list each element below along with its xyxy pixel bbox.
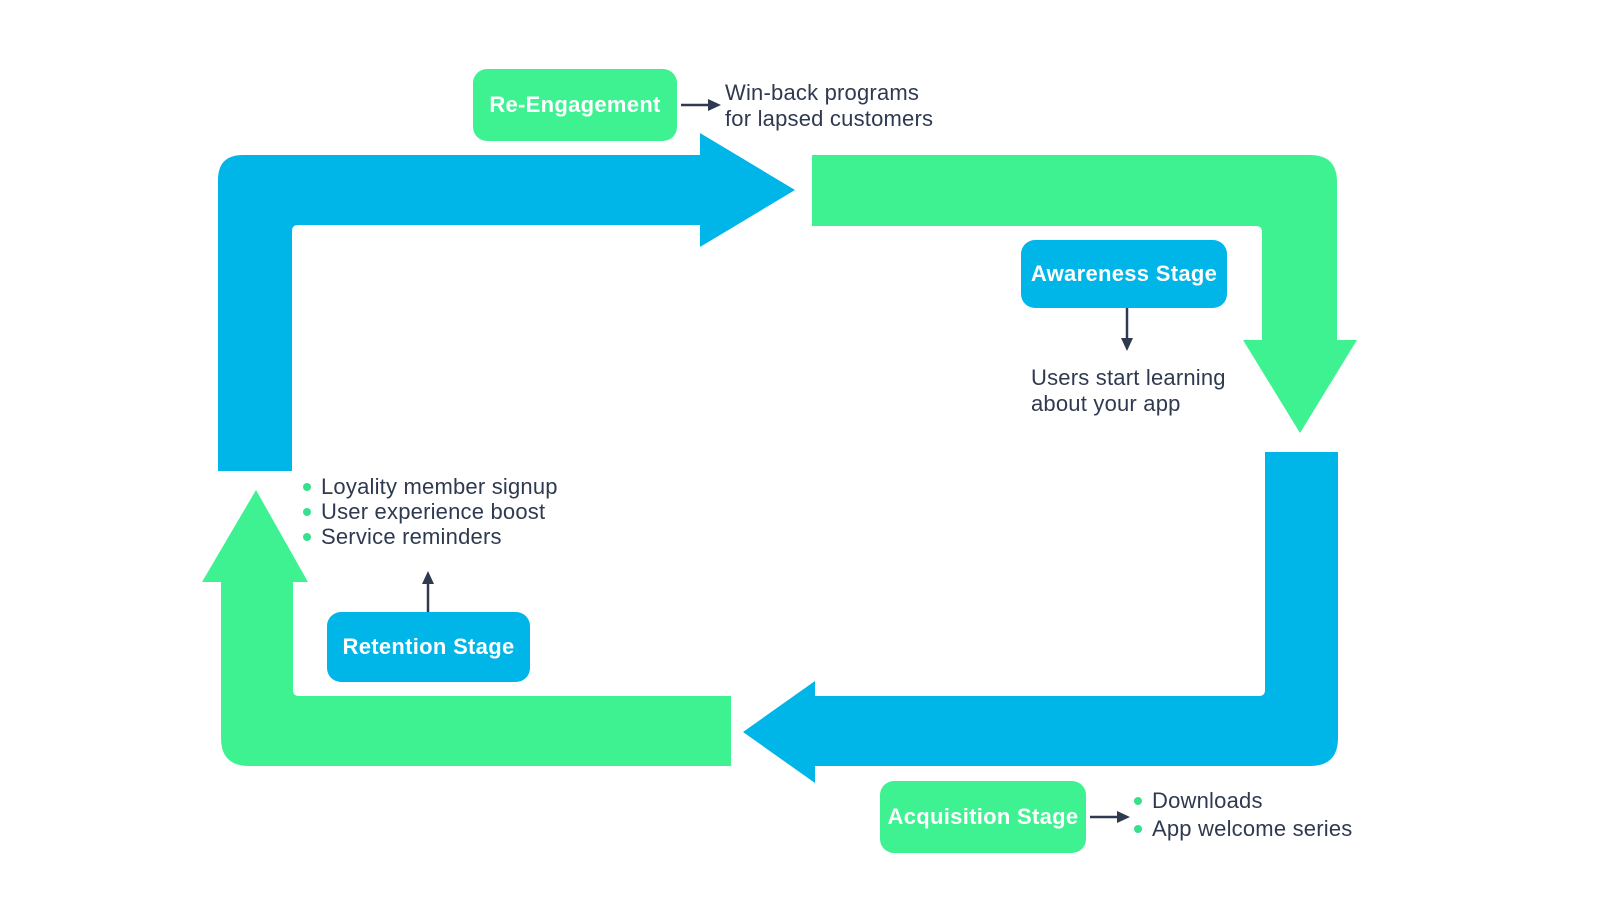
stage-re-engagement: Re-Engagement bbox=[473, 69, 677, 141]
list-item-label: Loyality member signup bbox=[321, 474, 558, 499]
list-item: Loyality member signup bbox=[303, 474, 558, 499]
list-item: Downloads bbox=[1134, 787, 1352, 815]
note-win-back-line1: Win-back programs bbox=[725, 80, 920, 105]
note-users-learning-line2: about your app bbox=[1031, 391, 1181, 416]
list-item-label: User experience boost bbox=[321, 499, 546, 524]
note-win-back-line2: for lapsed customers bbox=[725, 106, 934, 131]
flow-arrow-top-blue-icon bbox=[218, 133, 795, 471]
list-item-label: Service reminders bbox=[321, 524, 502, 549]
list-item: Service reminders bbox=[303, 524, 558, 549]
connector-acquisition-arrow-icon bbox=[1090, 811, 1130, 823]
list-item-label: Downloads bbox=[1152, 788, 1263, 813]
retention-bullet-list: Loyality member signup User experience b… bbox=[303, 474, 558, 549]
list-item: App welcome series bbox=[1134, 815, 1352, 843]
bullet-dot-icon bbox=[1134, 797, 1142, 805]
stage-retention: Retention Stage bbox=[327, 612, 530, 682]
bullet-dot-icon bbox=[1134, 825, 1142, 833]
connector-re-engagement-arrow-icon bbox=[681, 99, 721, 111]
bullet-dot-icon bbox=[303, 507, 311, 516]
note-win-back: Win-back programs for lapsed customers bbox=[725, 80, 933, 132]
acquisition-bullet-list: Downloads App welcome series bbox=[1134, 787, 1352, 843]
note-users-learning-line1: Users start learning bbox=[1031, 365, 1226, 390]
note-users-learning: Users start learning about your app bbox=[1031, 365, 1226, 417]
flow-arrow-right-green-icon bbox=[812, 155, 1357, 433]
connector-retention-arrow-icon bbox=[422, 571, 434, 612]
bullet-dot-icon bbox=[303, 482, 311, 491]
list-item-label: App welcome series bbox=[1152, 816, 1353, 841]
list-item: User experience boost bbox=[303, 499, 558, 524]
flow-arrow-left-green-icon bbox=[202, 490, 731, 766]
connector-awareness-arrow-icon bbox=[1121, 308, 1133, 351]
bullet-dot-icon bbox=[303, 532, 311, 541]
stage-awareness: Awareness Stage bbox=[1021, 240, 1227, 308]
flow-arrow-bottom-blue-icon bbox=[743, 452, 1338, 783]
stage-acquisition: Acquisition Stage bbox=[880, 781, 1086, 853]
